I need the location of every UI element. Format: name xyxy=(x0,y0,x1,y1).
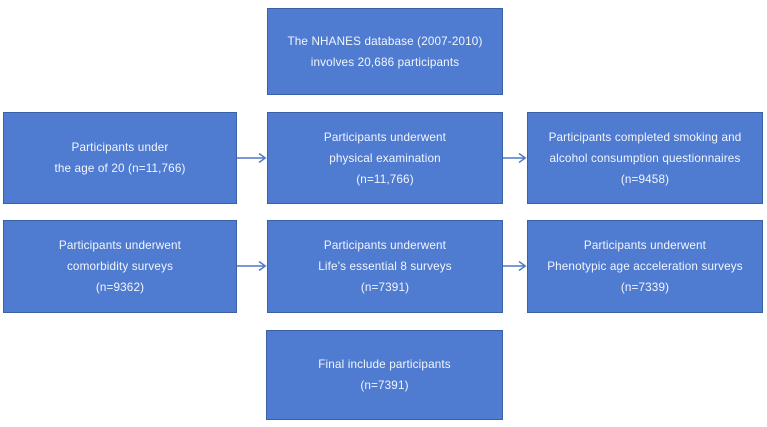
flow-box-line: Participants underwent xyxy=(583,239,707,252)
flow-box-line: (n=11,766) xyxy=(356,172,414,186)
flow-box-line: (n=7339) xyxy=(620,281,670,294)
flow-box-final-include: Final include participants (n=7391) xyxy=(266,330,503,420)
flow-box-line: Participants under xyxy=(71,141,169,154)
flow-box-line: (n=7391) xyxy=(360,379,409,392)
flow-box-line: alcohol consumption questionnaires xyxy=(549,151,741,165)
flow-box-smoking-alcohol: Participants completed smoking and alcoh… xyxy=(527,112,763,204)
flow-box-line: Final include participants xyxy=(318,358,451,371)
flow-box-under-20: Participants under the age of 20 (n=11,7… xyxy=(3,112,237,204)
flow-box-line: Participants completed smoking and xyxy=(548,130,742,144)
flow-box-line: Life's essential 8 surveys xyxy=(318,260,452,273)
arrow-right-icon xyxy=(237,260,267,272)
flow-box-line: (n=9458) xyxy=(620,172,670,186)
arrow-right-icon xyxy=(503,260,527,272)
flow-box-line: Participants underwent xyxy=(58,239,182,252)
flow-box-line: physical examination xyxy=(329,151,441,165)
flow-box-line: the age of 20 (n=11,766) xyxy=(54,162,186,175)
flow-box-line: comorbidity surveys xyxy=(66,260,174,273)
flow-box-line: (n=7391) xyxy=(360,281,410,294)
flow-box-line: (n=9362) xyxy=(95,281,145,294)
flow-box-life-essential-8: Participants underwent Life's essential … xyxy=(267,220,503,313)
arrow-right-icon xyxy=(503,152,527,164)
flow-box-physical-exam: Participants underwent physical examinat… xyxy=(267,112,503,204)
flow-box-nhanes-database: The NHANES database (2007-2010) involves… xyxy=(267,8,503,95)
flow-box-line: Participants underwent xyxy=(323,130,447,144)
flow-box-line: Participants underwent xyxy=(323,239,447,252)
flow-box-line: Phenotypic age acceleration surveys xyxy=(547,260,743,273)
arrow-right-icon xyxy=(237,152,267,164)
flow-box-line: The NHANES database (2007-2010) xyxy=(287,34,483,48)
flow-box-line: involves 20,686 participants xyxy=(310,55,460,69)
flow-box-phenotypic-age: Participants underwent Phenotypic age ac… xyxy=(527,220,763,313)
flow-box-comorbidity: Participants underwent comorbidity surve… xyxy=(3,220,237,313)
